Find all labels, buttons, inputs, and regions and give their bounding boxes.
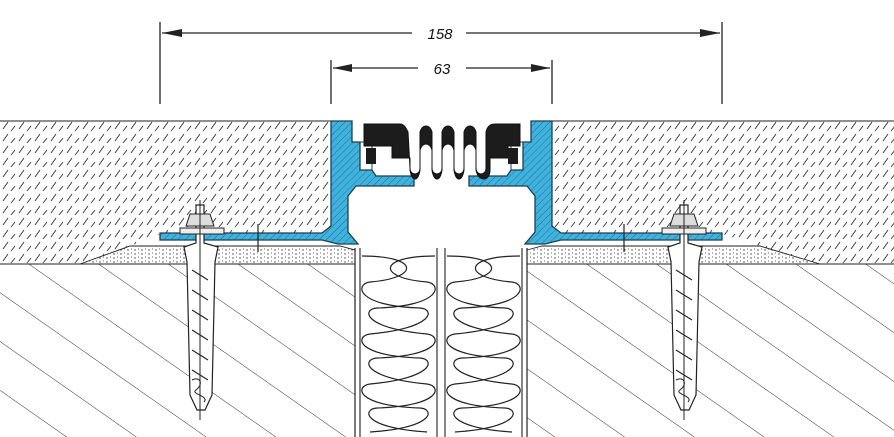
concrete-slab-right bbox=[526, 248, 894, 437]
elastomer-seal-insert bbox=[363, 123, 521, 180]
expansion-anchor-icon bbox=[661, 200, 707, 420]
joint-filler-insulation bbox=[357, 248, 525, 437]
dimension-158: 158 bbox=[159, 22, 723, 104]
dimension-63: 63 bbox=[330, 60, 553, 104]
screed-layer-left bbox=[0, 120, 331, 264]
expansion-anchor-icon bbox=[179, 200, 225, 420]
dimension-158-label: 158 bbox=[427, 26, 453, 43]
concrete-slab-left bbox=[0, 248, 356, 437]
dimension-63-label: 63 bbox=[434, 61, 451, 78]
screed-layer-right bbox=[552, 120, 894, 264]
